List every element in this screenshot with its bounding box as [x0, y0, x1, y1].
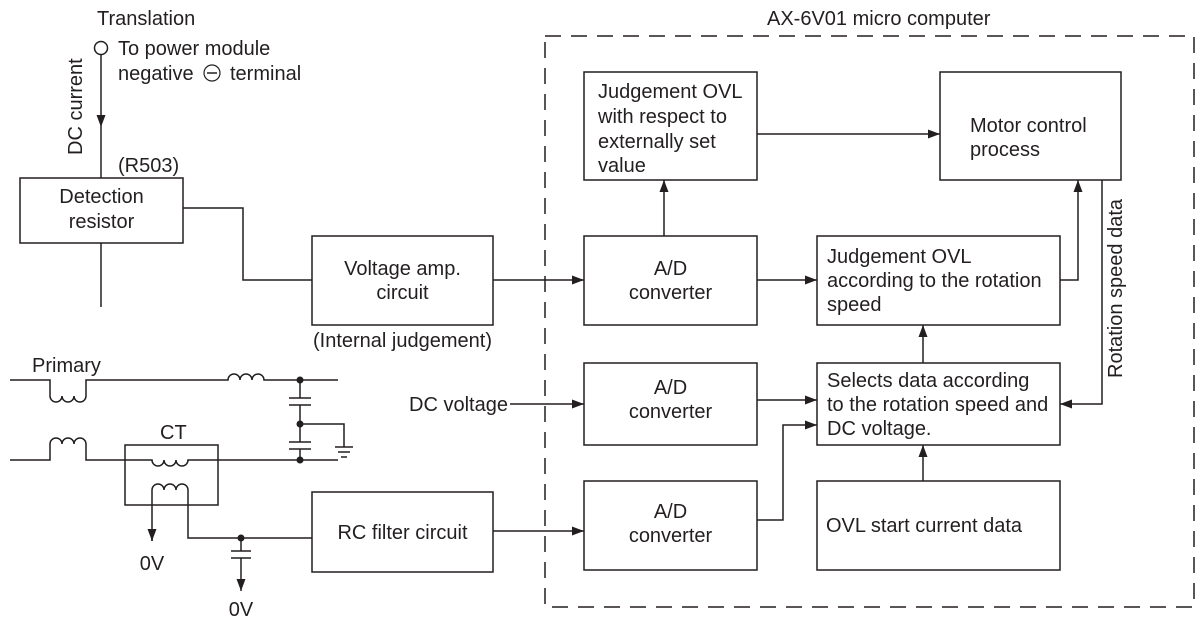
judgement-rotation-line-2: according to the rotation	[827, 270, 1042, 292]
ad-converter-3-line-2: converter	[629, 525, 713, 547]
rotation-speed-data-arrow	[1060, 180, 1103, 409]
judgement-external-line-2: with respect to	[597, 106, 727, 128]
ad-converter-2-line-2: converter	[629, 401, 713, 423]
ad-converter-1-line-2: converter	[629, 282, 713, 304]
detection-resistor-block: Detection resistor	[19, 177, 184, 244]
judgement-rotation-line-1: Judgement OVL	[827, 246, 972, 268]
ovl-start-current-block: OVL start current data	[816, 480, 1061, 571]
motor-control-box	[939, 71, 1122, 181]
motor-control-line-1: Motor control	[970, 115, 1087, 137]
judgement-external-block: Judgement OVL with respect to externally…	[583, 71, 758, 181]
rc-filter-block: RC filter circuit	[311, 491, 494, 573]
dc-current-label: DC current	[65, 58, 87, 155]
primary-winding-and-inductor	[10, 373, 338, 403]
judgement-external-line-1: Judgement OVL	[598, 81, 743, 103]
voltage-amp-block: Voltage amp. circuit	[311, 235, 494, 326]
terminal-icon	[93, 40, 109, 56]
ct-enclosure	[124, 444, 219, 506]
selects-data-line-1: Selects data according	[827, 370, 1029, 392]
rc-filter-label: RC filter circuit	[337, 522, 467, 544]
internal-judgement-note: (Internal judgement)	[313, 330, 492, 352]
ad-converter-3-line-1: A/D	[654, 501, 687, 523]
detection-resistor-label-line-2: resistor	[69, 211, 135, 233]
ad-converter-2-line-1: A/D	[654, 377, 687, 399]
ovl-start-current-box	[816, 480, 1061, 571]
judgement-rotation-line-3: speed	[827, 294, 882, 316]
selects-data-block: Selects data according to the rotation s…	[816, 362, 1061, 446]
selects-data-box	[816, 362, 1061, 446]
filter-capacitor	[231, 538, 251, 591]
ad-converter-3-block: A/D converter	[583, 480, 758, 571]
rc-filter-box	[311, 491, 494, 573]
resistor-to-voltage-amp-wire	[183, 207, 312, 281]
ct-label: CT	[160, 422, 187, 444]
ad-converter-1-box	[583, 235, 758, 326]
line-capacitors	[289, 376, 353, 464]
microcomputer-label: AX-6V01 micro computer	[767, 8, 991, 30]
voltage-amp-label-line-2: circuit	[376, 282, 429, 304]
dc-voltage-label: DC voltage	[409, 394, 508, 416]
ovl-start-current-line-1: OVL start current data	[826, 515, 1023, 537]
detection-resistor-label-line-1: Detection	[59, 186, 144, 208]
ad3-to-selects-arrow	[757, 420, 817, 521]
judgement-rotation-block: Judgement OVL according to the rotation …	[816, 235, 1061, 326]
terminal-label-terminal: terminal	[230, 63, 301, 85]
voltage-amp-label-line-1: Voltage amp.	[344, 258, 461, 280]
terminal-label-negative: negative	[118, 63, 194, 85]
ad-converter-3-box	[583, 480, 758, 571]
terminal-label-line-1: To power module	[118, 38, 270, 60]
judgement-external-line-4: value	[598, 155, 646, 177]
ground-wire	[300, 423, 345, 447]
motor-control-line-2: process	[970, 139, 1040, 161]
microcomputer-frame	[544, 35, 1195, 608]
ad-converter-1-block: A/D converter	[583, 235, 758, 326]
ad-converter-2-box	[583, 362, 758, 446]
ground-label-1: 0V	[140, 553, 165, 575]
judgement-external-box	[583, 71, 758, 181]
ground-label-2: 0V	[229, 599, 254, 621]
ad-converter-2-block: A/D converter	[583, 362, 758, 446]
ground-icon	[335, 446, 353, 458]
ad-converter-1-line-1: A/D	[654, 258, 687, 280]
voltage-amp-box	[311, 235, 494, 326]
ct-secondary-coil	[151, 483, 312, 541]
power-module-terminal: To power module negative terminal	[93, 38, 301, 85]
selects-data-line-3: DC voltage.	[827, 418, 932, 440]
resistor-reference: (R503)	[118, 155, 179, 177]
judgement-rotation-to-motor-arrow	[1060, 180, 1083, 281]
motor-control-block: Motor control process	[939, 71, 1122, 181]
judgement-rotation-box	[816, 235, 1061, 326]
translation-heading: Translation	[97, 8, 195, 30]
judgement-external-line-3: externally set	[598, 131, 716, 153]
rotation-speed-data-label: Rotation speed data	[1105, 198, 1127, 378]
selects-data-line-2: to the rotation speed and	[827, 394, 1048, 416]
primary-label: Primary	[32, 355, 101, 377]
circled-minus-icon	[203, 64, 221, 82]
secondary-winding-line	[10, 437, 338, 467]
